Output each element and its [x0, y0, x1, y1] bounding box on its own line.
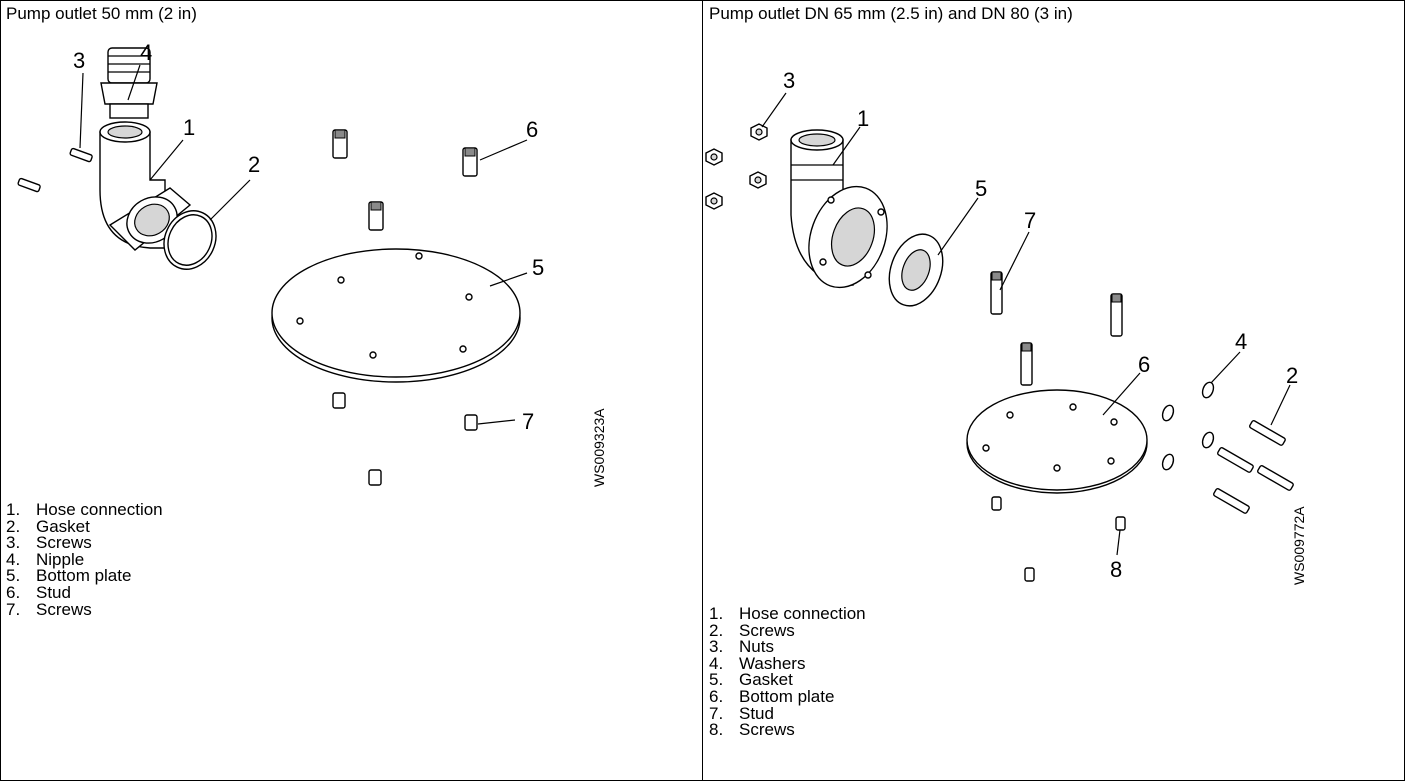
callout-6: 6 [1138, 352, 1150, 377]
gasket-inner [167, 214, 213, 266]
washer-part [1161, 381, 1215, 471]
screw-part [17, 147, 93, 193]
legend-item: 5.Gasket [709, 670, 793, 690]
figure-code-left: WS009323A [591, 408, 607, 487]
bottom-screw-part [332, 392, 478, 486]
legend-item: 3.Nuts [709, 637, 774, 657]
legend-item: 3.Screws [6, 533, 92, 553]
callout-3: 3 [73, 48, 85, 73]
callout-6: 6 [526, 117, 538, 142]
panel-divider [702, 0, 703, 781]
diagram-left: 3 4 1 2 6 5 7 WS009323A [17, 40, 607, 487]
legend-item: 1.Hose connection [709, 604, 866, 623]
callout-5: 5 [532, 255, 544, 280]
nut-part [705, 123, 768, 210]
stud-part [990, 271, 1123, 386]
callout-5: 5 [975, 176, 987, 201]
legend-item: 1.Hose connection [6, 500, 163, 519]
stud-part [332, 129, 478, 231]
callout-3: 3 [783, 68, 795, 93]
bottom-plate-part [966, 389, 1148, 494]
gasket-inner [901, 249, 931, 291]
legend-item: 7.Screws [6, 599, 92, 619]
figure-code-right: WS009772A [1291, 506, 1307, 585]
legend-item: 4.Nipple [6, 549, 85, 569]
panel-left: Pump outlet 50 mm (2 in) [0, 0, 702, 781]
nipple-part [100, 47, 158, 119]
legend-right: 1.Hose connection 2.Screws 3.Nuts 4.Wash… [709, 604, 866, 740]
hose-connection-part [790, 129, 888, 289]
legend-left: 1.Hose connection 2.Gasket 3.Screws 4.Ni… [6, 500, 163, 619]
legend-item: 6.Bottom plate [709, 686, 835, 706]
legend-item: 5.Bottom plate [6, 566, 132, 586]
legend-item: 6.Stud [6, 582, 71, 602]
bolt-part [1213, 420, 1294, 514]
callout-1: 1 [857, 106, 869, 131]
callout-1: 1 [183, 115, 195, 140]
callout-7: 7 [522, 409, 534, 434]
panel-title-right: Pump outlet DN 65 mm (2.5 in) and DN 80 … [709, 4, 1073, 23]
legend-item: 2.Gasket [6, 516, 90, 536]
callout-4: 4 [1235, 329, 1247, 354]
panel-right: Pump outlet DN 65 mm (2.5 in) and DN 80 … [703, 0, 1405, 781]
diagram-right: 3 1 5 7 4 6 2 8 WS009772A [705, 68, 1307, 585]
callout-2: 2 [1286, 363, 1298, 388]
legend-item: 8.Screws [709, 720, 795, 740]
callout-7: 7 [1024, 208, 1036, 233]
legend-item: 2.Screws [709, 620, 795, 640]
panel-title-left: Pump outlet 50 mm (2 in) [6, 4, 197, 23]
callout-8: 8 [1110, 557, 1122, 582]
legend-item: 7.Stud [709, 703, 774, 723]
callout-4: 4 [140, 40, 152, 65]
bottom-plate-part [271, 248, 521, 383]
hose-connection-part [99, 121, 192, 251]
callout-2: 2 [248, 152, 260, 177]
bottom-screw-part [991, 496, 1126, 582]
legend-item: 4.Washers [709, 653, 806, 673]
